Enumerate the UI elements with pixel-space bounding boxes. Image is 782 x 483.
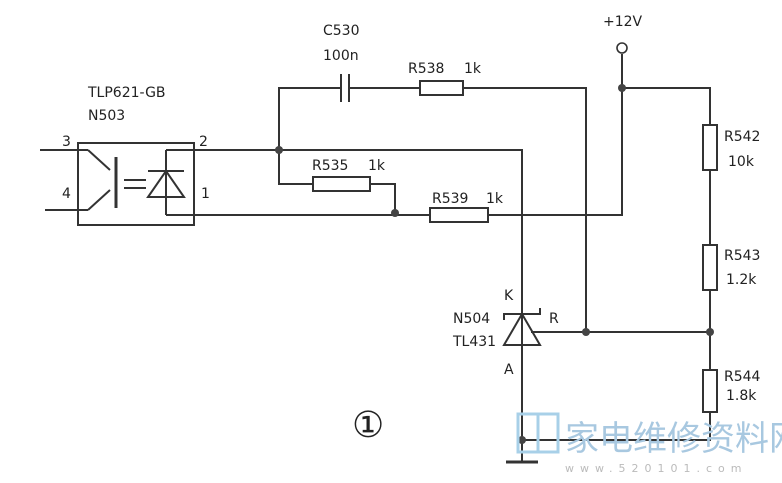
r539-value: 1k (486, 191, 504, 207)
r543-ref: R543 (724, 248, 760, 264)
r544-ref: R544 (724, 369, 761, 385)
tl431-ref: N504 (453, 311, 490, 327)
optocoupler-ref: N503 (88, 108, 125, 124)
tl431-k-label: K (504, 288, 514, 304)
watermark-logo: 家电维修资料网 www.520101.com (516, 412, 782, 475)
pin-label: 1 (201, 186, 210, 202)
r543-value: 1.2k (726, 272, 757, 288)
r542-value: 10k (728, 154, 755, 170)
tl431-a-label: A (504, 362, 514, 378)
capacitor-c530: C530 100n (323, 23, 360, 102)
c530-ref: C530 (323, 23, 360, 39)
optocoupler-part: TLP621-GB (87, 85, 166, 101)
resistor-r539: R539 1k (429, 191, 504, 223)
tl431-part: TL431 (452, 334, 496, 350)
r542-ref: R542 (724, 129, 760, 145)
tl431-r-label: R (549, 311, 559, 327)
resistor-r535: R535 1k (312, 158, 386, 192)
supply-label: +12V (603, 14, 643, 30)
resistor-r542: R542 10k (702, 124, 760, 171)
shunt-regulator-tl431: K N504 TL431 R A (452, 288, 559, 378)
r538-ref: R538 (408, 61, 444, 77)
pin-label: 4 (62, 186, 71, 202)
resistor-r543: R543 1.2k (702, 244, 760, 291)
watermark-url: www.520101.com (565, 462, 747, 475)
wires (166, 54, 711, 464)
resistor-r544: R544 1.8k (702, 369, 761, 413)
pin-label: 2 (199, 134, 208, 150)
r535-ref: R535 (312, 158, 348, 174)
r535-value: 1k (368, 158, 386, 174)
resistor-r538: R538 1k (408, 61, 482, 96)
r538-value: 1k (464, 61, 482, 77)
supply-terminal: +12V (603, 14, 643, 54)
optocoupler-n503: TLP621-GB N503 3 4 2 1 (40, 85, 210, 226)
c530-value: 100n (323, 48, 359, 64)
figure-number: ① (352, 405, 384, 446)
r544-value: 1.8k (726, 388, 757, 404)
pin-label: 3 (62, 134, 71, 150)
junctions (275, 84, 714, 444)
r539-ref: R539 (432, 191, 468, 207)
watermark-logo-text: 家电维修资料网 (565, 419, 782, 459)
